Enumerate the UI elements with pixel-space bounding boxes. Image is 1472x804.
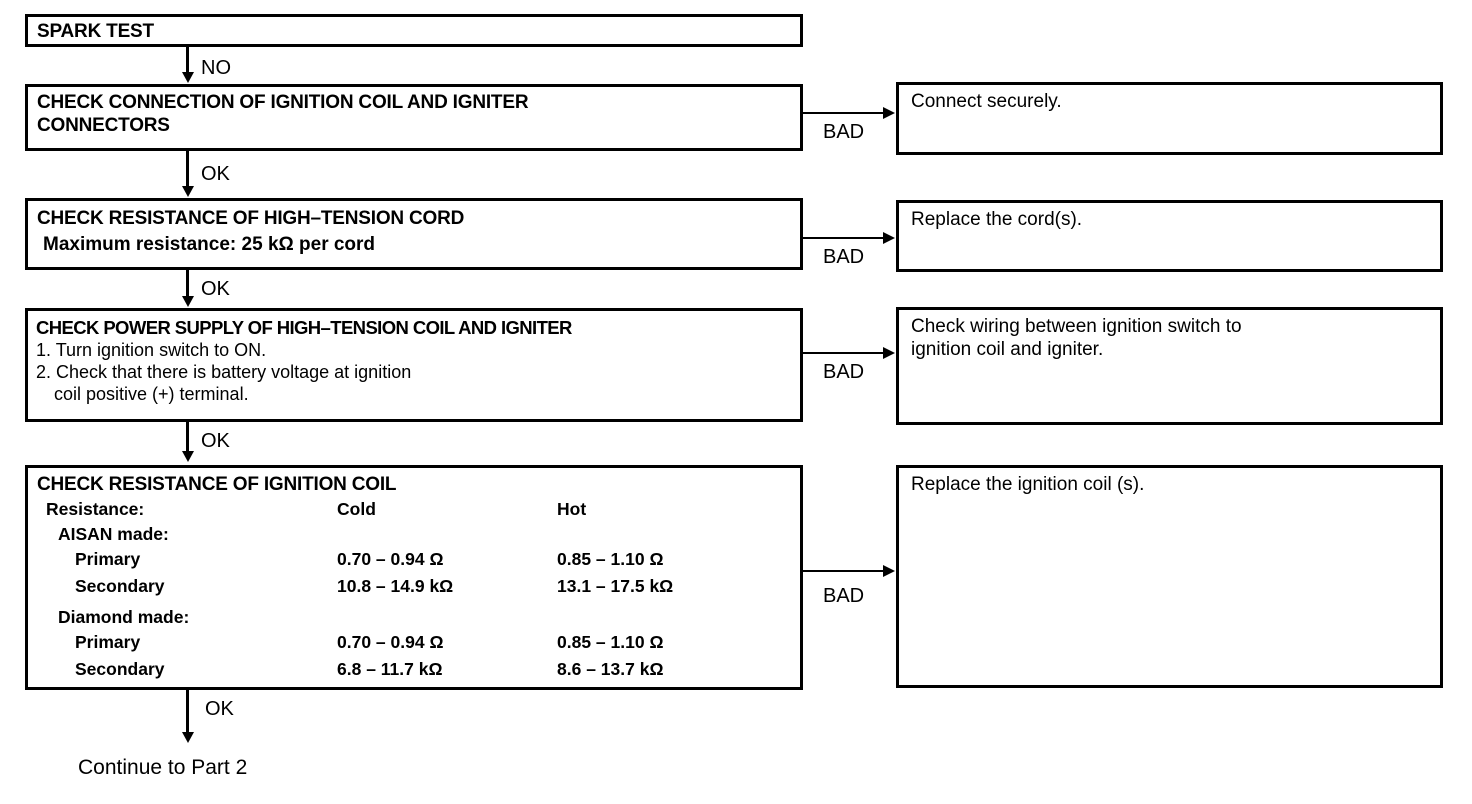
node-spark-test: SPARK TEST xyxy=(25,14,803,47)
table-header-row: Resistance: Cold Hot xyxy=(37,497,800,522)
check-power-heading: CHECK POWER SUPPLY OF HIGH–TENSION COIL … xyxy=(36,317,572,338)
table-row: Secondary 6.8 – 11.7 kΩ 8.6 – 13.7 kΩ xyxy=(37,657,800,684)
group-header-row: AISAN made: xyxy=(37,522,800,547)
check-coil-heading: CHECK RESISTANCE OF IGNITION COIL xyxy=(37,474,397,495)
table-row: Primary 0.70 – 0.94 Ω 0.85 – 1.10 Ω xyxy=(37,547,800,574)
value-diamond-primary-cold: 0.70 – 0.94 Ω xyxy=(337,632,444,652)
column-header-cold: Cold xyxy=(337,499,376,519)
connector-power-to-coil xyxy=(186,422,189,452)
column-header-hot: Hot xyxy=(557,499,587,519)
action-connect-text: Connect securely. xyxy=(911,91,1062,112)
table-row: Primary 0.70 – 0.94 Ω 0.85 – 1.10 Ω xyxy=(37,630,800,657)
group-name-aisan: AISAN made: xyxy=(58,524,169,544)
edge-label-bad-3: BAD xyxy=(823,361,865,383)
connector-power-to-wiring xyxy=(803,352,886,354)
coil-resistance-table: Resistance: Cold Hot AISAN made: Primary… xyxy=(37,497,800,684)
arrow-cord-to-power xyxy=(182,296,194,307)
row-label-diamond-secondary: Secondary xyxy=(75,659,165,679)
connector-connection-to-cord xyxy=(186,151,189,187)
table-row: Secondary 10.8 – 14.9 kΩ 13.1 – 17.5 kΩ xyxy=(37,574,800,601)
action-check-wiring-line1: Check wiring between ignition switch to xyxy=(911,316,1242,337)
check-cord-heading: CHECK RESISTANCE OF HIGH–TENSION CORD xyxy=(37,208,465,229)
terminal-continue-to-part-2: Continue to Part 2 xyxy=(78,756,248,779)
check-connection-heading-line1: CHECK CONNECTION OF IGNITION COIL AND IG… xyxy=(37,92,529,113)
check-connection-heading-line2: CONNECTORS xyxy=(37,115,170,136)
value-aisan-secondary-cold: 10.8 – 14.9 kΩ xyxy=(337,576,454,596)
spark-test-heading: SPARK TEST xyxy=(37,21,154,42)
value-aisan-primary-hot: 0.85 – 1.10 Ω xyxy=(557,549,664,569)
connector-coil-to-replace-coil xyxy=(803,570,886,572)
arrow-cord-to-replace xyxy=(883,232,895,244)
connector-connection-to-connect xyxy=(803,112,886,114)
edge-label-ok-4: OK xyxy=(205,698,234,720)
arrow-power-to-coil xyxy=(182,451,194,462)
connector-cord-to-power xyxy=(186,270,189,298)
edge-label-ok-1: OK xyxy=(201,163,230,185)
arrow-power-to-wiring xyxy=(883,347,895,359)
arrow-coil-to-replace-coil xyxy=(883,565,895,577)
edge-label-bad-4: BAD xyxy=(823,585,865,607)
group-name-diamond: Diamond made: xyxy=(58,607,190,627)
node-check-cord: CHECK RESISTANCE OF HIGH–TENSION CORD Ma… xyxy=(25,198,803,270)
check-power-step-1: 1. Turn ignition switch to ON. xyxy=(36,340,267,360)
row-label-diamond-primary: Primary xyxy=(75,632,141,652)
action-replace-coil: Replace the ignition coil (s). xyxy=(896,465,1443,688)
edge-label-ok-3: OK xyxy=(201,430,230,452)
value-diamond-secondary-cold: 6.8 – 11.7 kΩ xyxy=(337,659,443,679)
action-check-wiring-line2: ignition coil and igniter. xyxy=(911,339,1104,360)
value-aisan-secondary-hot: 13.1 – 17.5 kΩ xyxy=(557,576,674,596)
connector-coil-to-continue xyxy=(186,690,189,734)
edge-label-ok-2: OK xyxy=(201,278,230,300)
action-connect-securely: Connect securely. xyxy=(896,82,1443,155)
edge-label-bad-1: BAD xyxy=(823,121,865,143)
check-power-step-2: 2. Check that there is battery voltage a… xyxy=(36,362,412,382)
arrow-connection-to-cord xyxy=(182,186,194,197)
connector-spark-to-connection xyxy=(186,47,189,74)
action-replace-cord: Replace the cord(s). xyxy=(896,200,1443,272)
action-check-wiring: Check wiring between ignition switch to … xyxy=(896,307,1443,425)
arrow-spark-to-connection xyxy=(182,72,194,83)
check-cord-spec: Maximum resistance: 25 kΩ per cord xyxy=(43,234,376,255)
node-check-power: CHECK POWER SUPPLY OF HIGH–TENSION COIL … xyxy=(25,308,803,422)
node-check-coil: CHECK RESISTANCE OF IGNITION COIL Resist… xyxy=(25,465,803,690)
value-aisan-primary-cold: 0.70 – 0.94 Ω xyxy=(337,549,444,569)
action-replace-coil-text: Replace the ignition coil (s). xyxy=(911,474,1145,495)
value-diamond-primary-hot: 0.85 – 1.10 Ω xyxy=(557,632,664,652)
connector-cord-to-replace xyxy=(803,237,886,239)
resistance-label: Resistance: xyxy=(46,499,145,519)
arrow-connection-to-connect xyxy=(883,107,895,119)
edge-label-bad-2: BAD xyxy=(823,246,865,268)
row-label-aisan-secondary: Secondary xyxy=(75,576,165,596)
row-label-aisan-primary: Primary xyxy=(75,549,141,569)
check-power-step-2-cont: coil positive (+) terminal. xyxy=(54,384,249,404)
action-replace-cord-text: Replace the cord(s). xyxy=(911,209,1083,230)
arrow-coil-to-continue xyxy=(182,732,194,743)
value-diamond-secondary-hot: 8.6 – 13.7 kΩ xyxy=(557,659,664,679)
edge-label-no: NO xyxy=(201,57,231,79)
node-check-connection: CHECK CONNECTION OF IGNITION COIL AND IG… xyxy=(25,84,803,151)
group-header-row: Diamond made: xyxy=(37,605,800,630)
